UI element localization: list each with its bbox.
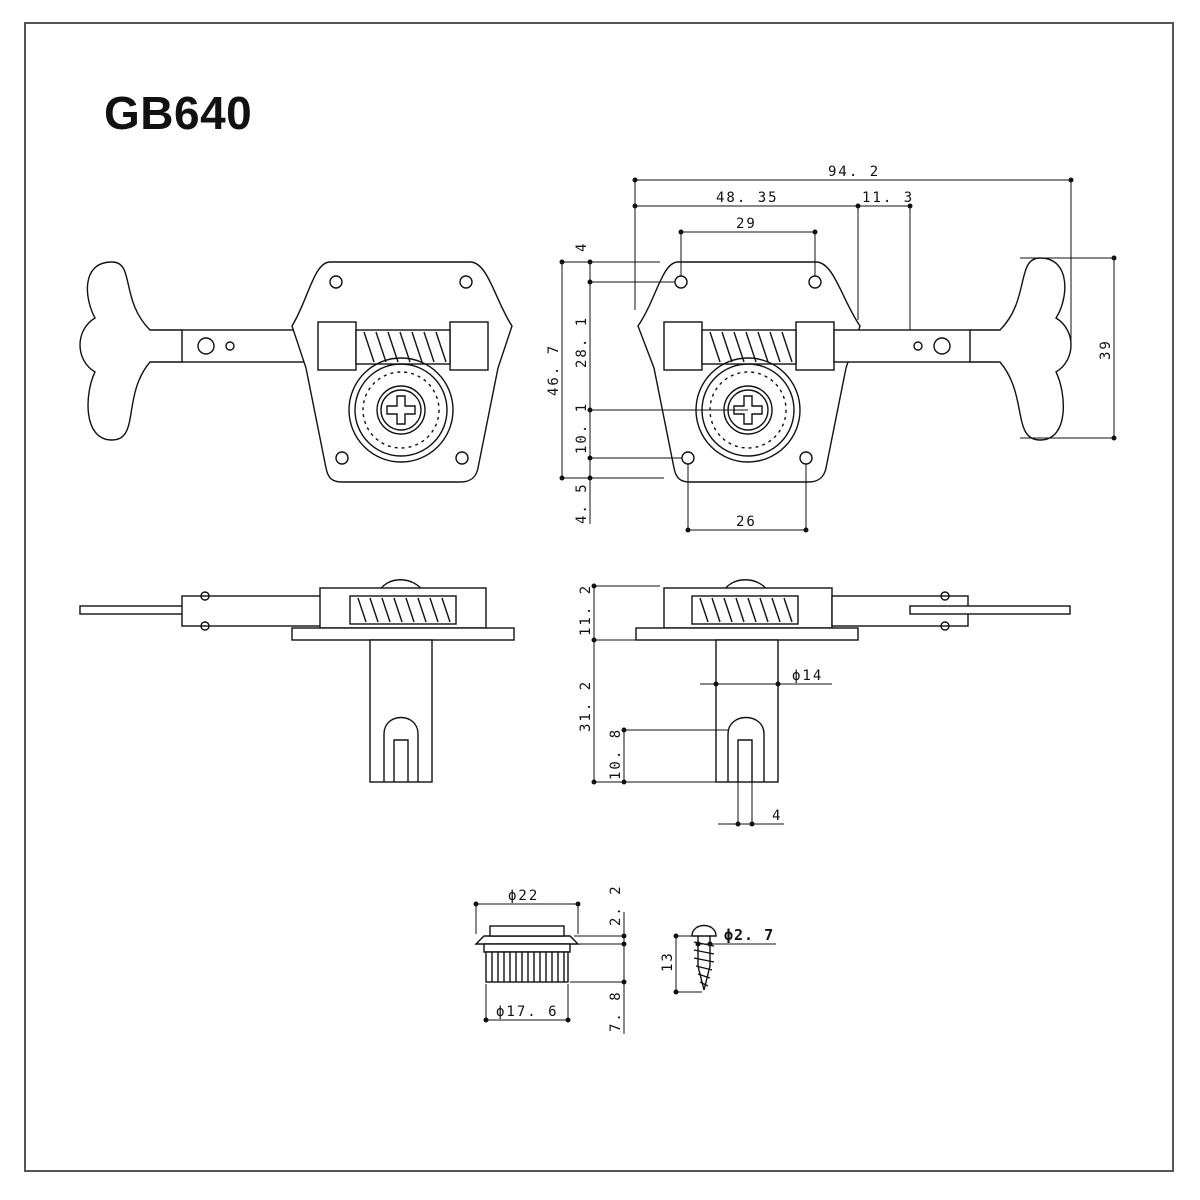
dim-screw-length: 13 xyxy=(660,951,676,972)
dimensions-front: 94. 2 48. 35 11. 3 29 4 46. 7 28. 1 10. … xyxy=(546,164,1117,533)
dim-gear-height: 11. 2 xyxy=(578,584,594,636)
dim-slot-width: 4 xyxy=(772,808,782,824)
front-view-right xyxy=(637,257,1072,483)
front-view-left xyxy=(79,261,513,483)
dim-post-to-bottom-hole: 10. 1 xyxy=(574,402,590,454)
dim-key-height: 39 xyxy=(1098,339,1114,360)
dim-bottom-offset: 4. 5 xyxy=(574,482,590,524)
dim-bushing-flange-diameter: ϕ22 xyxy=(508,888,539,904)
side-view-left xyxy=(79,579,515,783)
dim-bottom-hole-spacing: 26 xyxy=(736,514,757,530)
side-view-right: 11. 2 31. 2 10. 8 ϕ14 4 xyxy=(578,579,1071,827)
dim-bushing-diameter: ϕ17. 6 xyxy=(496,1004,559,1020)
dim-post-diameter: ϕ14 xyxy=(792,668,823,684)
dim-slot-depth: 10. 8 xyxy=(608,728,624,780)
dim-overall-length: 94. 2 xyxy=(828,164,880,180)
dim-plate-height: 46. 7 xyxy=(546,344,562,396)
dim-post-to-edge: 48. 35 xyxy=(716,190,779,206)
dim-bushing-flange-thickness: 2. 2 xyxy=(608,884,624,926)
screw-drawing: 13 ϕ2. 7 xyxy=(660,924,776,995)
dim-top-offset: 4 xyxy=(574,242,590,252)
model-title: GB640 xyxy=(104,87,253,139)
drawing-frame xyxy=(24,22,1174,1172)
dim-bushing-height: 7. 8 xyxy=(608,990,624,1032)
dim-top-hole-spacing: 29 xyxy=(736,216,757,232)
bushing-drawing: ϕ22 ϕ17. 6 2. 2 7. 8 xyxy=(473,884,627,1034)
dim-post-length: 31. 2 xyxy=(578,680,594,732)
dim-screw-diameter: ϕ2. 7 xyxy=(724,926,774,944)
dim-post-to-shaft: 11. 3 xyxy=(862,190,914,206)
dim-post-to-top: 28. 1 xyxy=(574,316,590,368)
